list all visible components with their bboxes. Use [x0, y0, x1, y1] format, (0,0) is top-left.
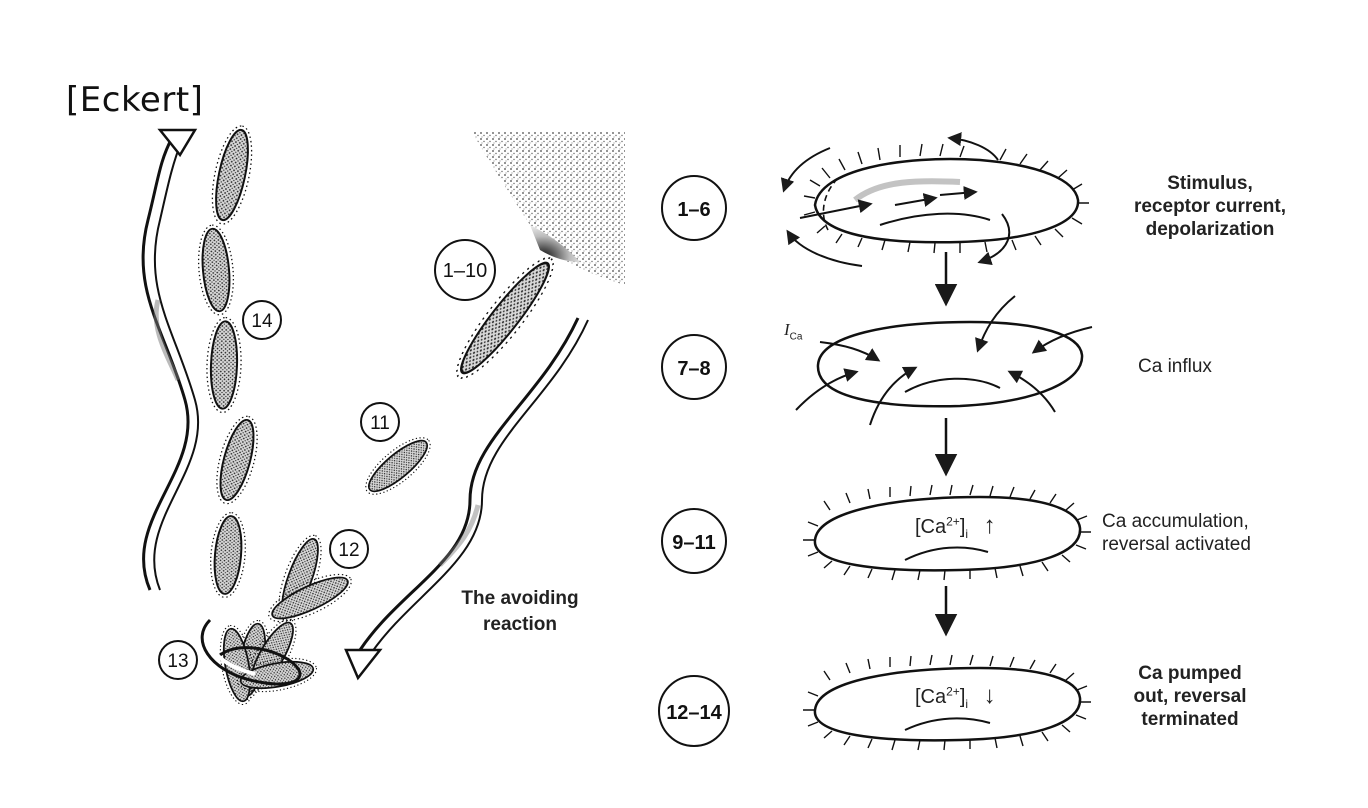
conc-base: [Ca — [915, 686, 947, 708]
caption-line: The avoiding — [461, 588, 579, 609]
paramecium-cell — [203, 121, 261, 229]
stage-text-line: receptor current, — [1133, 196, 1287, 217]
stage-text-1-6: Stimulus, receptor current, depolarizati… — [1100, 172, 1320, 241]
label-12: 12 — [329, 529, 369, 569]
stage-text-7-8: Ca influx — [1138, 355, 1268, 378]
svg-text:12: 12 — [338, 540, 359, 561]
label-14: 14 — [242, 300, 282, 340]
conc-sub: i — [965, 527, 969, 541]
svg-text:12–14: 12–14 — [666, 702, 722, 724]
stage-label-12-14: 12–14 — [658, 675, 730, 747]
stage-text-line: reversal activated — [1102, 534, 1251, 555]
stage-label-1-6: 1–6 — [661, 175, 727, 241]
calcium-current-label: ICa — [784, 320, 802, 342]
svg-text:1–6: 1–6 — [677, 199, 710, 221]
stage-cell-ca-pumped-out — [803, 654, 1091, 751]
conc-sub: i — [965, 697, 969, 711]
conc-sup: 2+ — [946, 514, 960, 529]
forward-swim-path-arrow — [141, 137, 190, 591]
stage-text-line: terminated — [1141, 709, 1239, 730]
conc-close: ] — [959, 516, 966, 538]
stimulus-region — [472, 132, 625, 285]
svg-text:11: 11 — [370, 413, 390, 434]
stage-cell-stimulus — [780, 132, 1089, 267]
svg-text:9–11: 9–11 — [672, 532, 715, 554]
current-subscript: Ca — [789, 331, 803, 343]
svg-text:7–8: 7–8 — [677, 358, 710, 380]
stage-text-9-11: Ca accumulation, reversal activated — [1102, 510, 1342, 556]
label-13: 13 — [158, 640, 198, 680]
paramecium-cell — [356, 427, 440, 505]
caption-line: reaction — [483, 614, 557, 635]
svg-text:1–10: 1–10 — [443, 260, 488, 282]
svg-text:14: 14 — [251, 311, 273, 332]
avoiding-path-arrow — [358, 317, 580, 651]
svg-text:13: 13 — [167, 651, 188, 672]
stage-label-7-8: 7–8 — [661, 334, 727, 400]
stage-text-line: Stimulus, — [1167, 173, 1253, 194]
stage-label-9-11: 9–11 — [661, 508, 727, 574]
paramecium-cell — [194, 222, 238, 318]
calcium-concentration-down: [Ca2+]i ↓ — [915, 682, 996, 711]
current-symbol: I — [784, 320, 790, 339]
stage-text-line: Ca influx — [1138, 356, 1212, 377]
stage-text-line: Ca pumped — [1138, 663, 1242, 684]
source-tag: [Eckert] — [66, 80, 204, 120]
stage-text-line: depolarization — [1145, 219, 1275, 240]
paramecium-cell — [207, 411, 267, 509]
stage-cell-ca-accumulation — [803, 484, 1091, 581]
label-1-10: 1–10 — [434, 239, 496, 301]
stage-text-12-14: Ca pumped out, reversal terminated — [1105, 662, 1275, 731]
stage-cell-ca-influx — [795, 295, 1093, 426]
conc-sup: 2+ — [946, 684, 960, 699]
paramecium-cell — [206, 510, 250, 600]
stimulus-contact-shading — [530, 225, 580, 262]
calcium-concentration-up: [Ca2+]i ↑ — [915, 512, 996, 541]
stage-text-line: Ca accumulation, — [1102, 511, 1249, 532]
paramecium-cell — [204, 315, 244, 415]
avoiding-reaction-caption: The avoiding reaction — [430, 586, 610, 638]
label-11: 11 — [360, 402, 400, 442]
conc-base: [Ca — [915, 516, 947, 538]
arrow-up-icon: ↑ — [983, 512, 996, 539]
turning-loop — [200, 618, 302, 686]
conc-close: ] — [959, 686, 966, 708]
paramecium-cluster — [214, 611, 320, 708]
arrow-down-icon: ↓ — [983, 682, 996, 709]
stage-text-line: out, reversal — [1133, 686, 1247, 707]
